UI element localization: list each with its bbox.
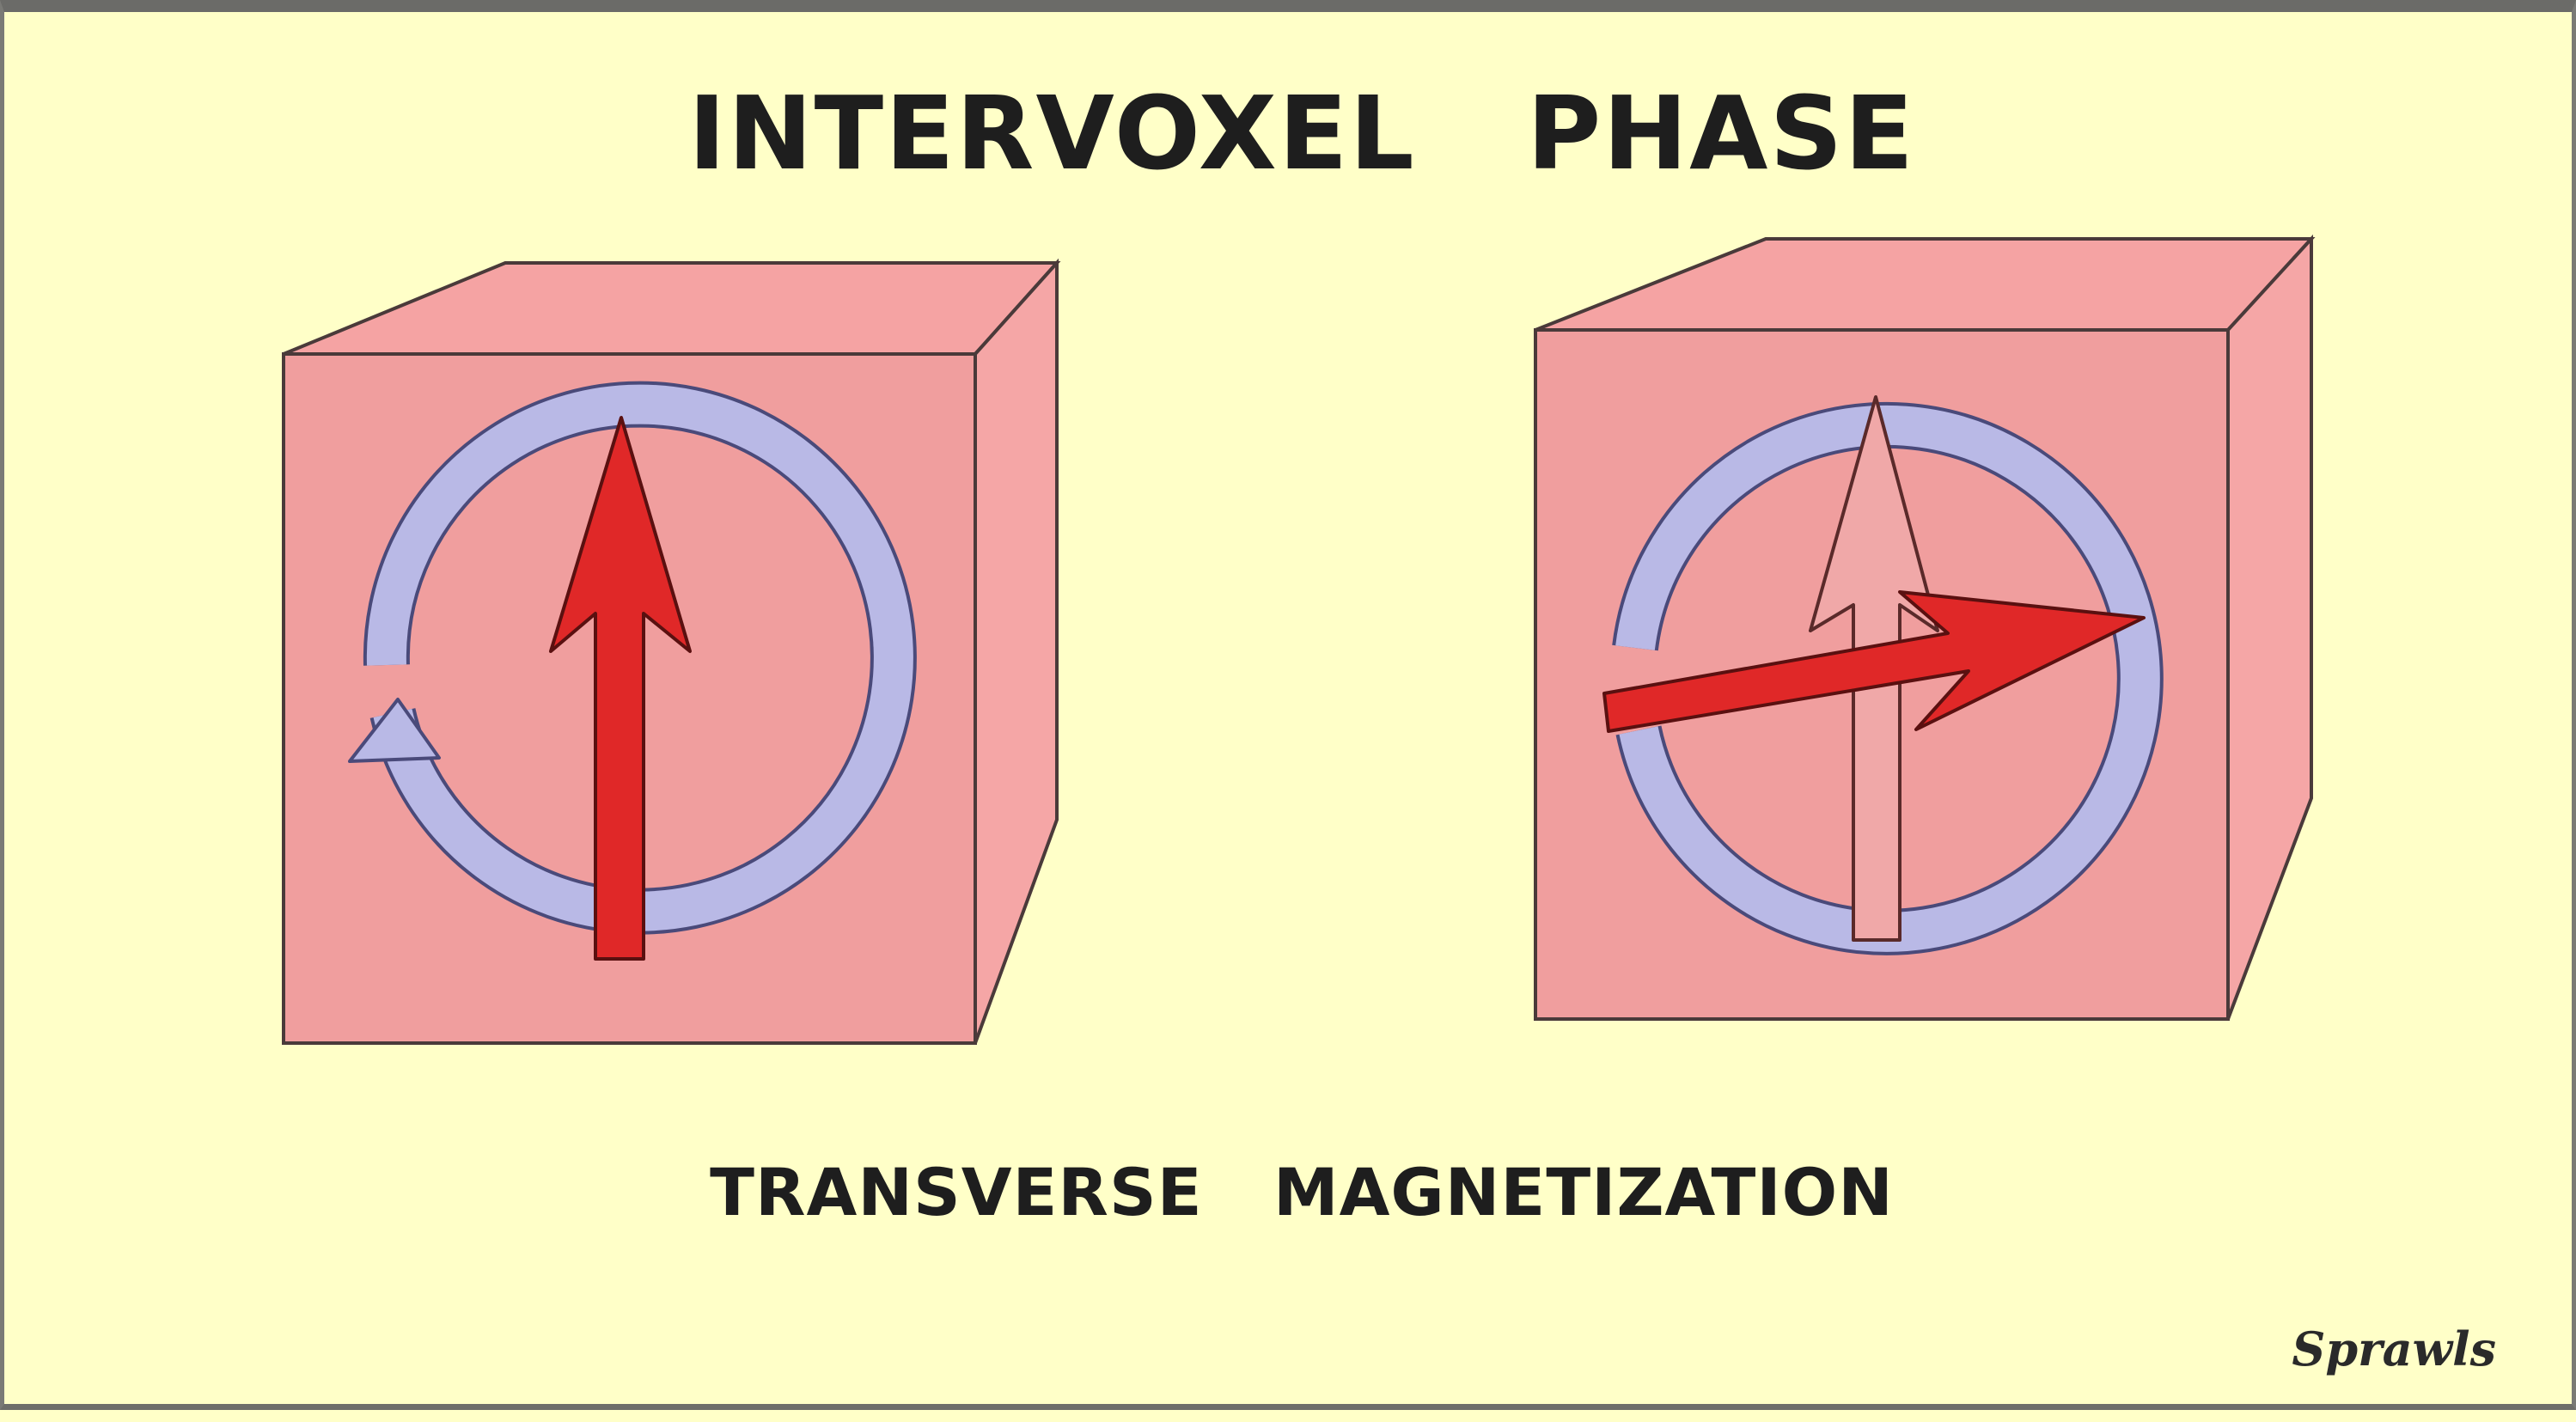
left-magnetization-vector-icon — [549, 416, 692, 961]
left-voxel — [282, 258, 1061, 1045]
right-voxel — [1534, 234, 2316, 1021]
right-dephased-vector-icon — [1602, 590, 2146, 733]
left-voxel-side-face — [974, 258, 1059, 1044]
author-credit: Sprawls — [2292, 1321, 2496, 1376]
diagram-caption: TRANSVERSE MAGNETIZATION — [710, 1154, 1894, 1230]
diagram-title: INTERVOXEL PHASE — [688, 74, 1915, 192]
rotation-arrow-head-icon — [348, 698, 441, 763]
right-voxel-side-face — [2226, 234, 2313, 1020]
intervoxel-phase-diagram: INTERVOXEL PHASE — [282, 74, 2496, 1376]
left-voxel-top-face — [283, 261, 1061, 356]
left-phase-circle — [348, 381, 917, 935]
right-voxel-top-face — [1535, 237, 2316, 332]
right-phase-circle — [1612, 401, 2164, 955]
